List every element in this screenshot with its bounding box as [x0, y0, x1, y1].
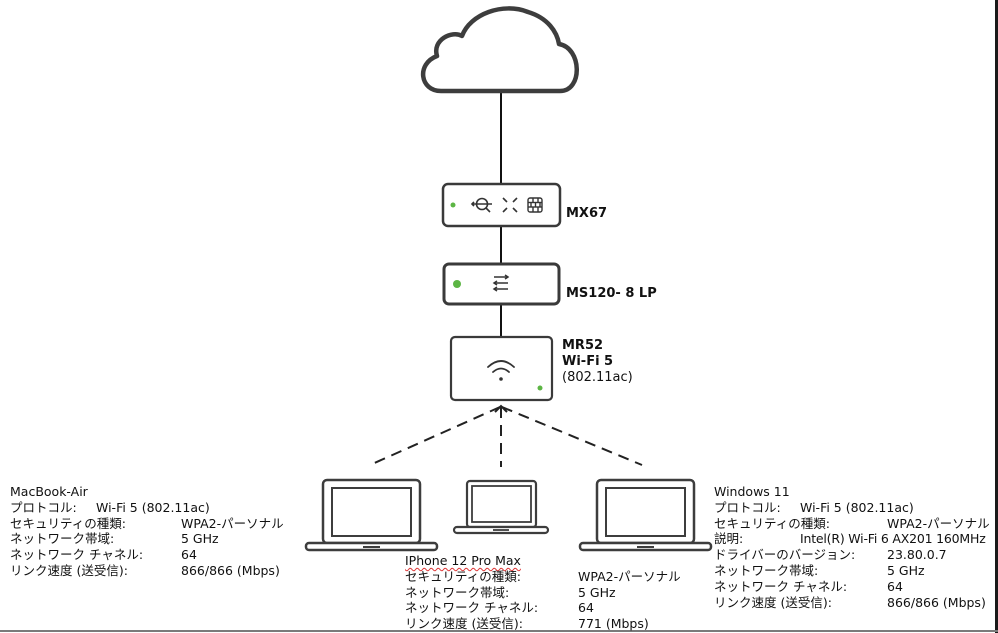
info-value: 866/866 (Mbps): [887, 594, 986, 610]
info-key: リンク速度 (送受信):: [405, 616, 523, 632]
status-led: [537, 385, 543, 391]
ms120-switch[interactable]: [442, 262, 561, 306]
info-key: ネットワーク チャネル:: [10, 547, 144, 563]
info-key: プロトコル:: [714, 499, 781, 515]
mr52-model: MR52: [562, 338, 604, 353]
windows-title: Windows 11: [714, 484, 790, 499]
info-value: 5 GHz: [578, 584, 616, 600]
info-value: 64: [578, 600, 594, 616]
info-value: WPA2-パーソナル: [578, 568, 681, 584]
info-key: セキュリティの種類:: [714, 515, 830, 531]
info-key: リンク速度 (送受信):: [10, 562, 128, 578]
arrowhead: [494, 404, 508, 413]
info-key: ネットワーク チャネル:: [405, 600, 539, 616]
wifi-icon: [487, 360, 515, 373]
mr52-protocol: (802.11ac): [562, 370, 633, 385]
windows-info: Windows 11 プロトコル: Wi-Fi 5 (802.11ac) セキュリ…: [714, 484, 996, 610]
wireless-link-macbook: [369, 406, 501, 466]
iphone-title: IPhone 12 Pro Max: [405, 553, 521, 568]
wireless-links: [369, 406, 643, 467]
info-key: ネットワーク帯域:: [405, 584, 510, 600]
info-key: ネットワーク帯域:: [10, 531, 115, 547]
mx67-appliance[interactable]: [441, 182, 562, 228]
info-value: 23.80.0.7: [887, 547, 947, 563]
wireless-link-windows: [501, 406, 643, 466]
macbook-info: MacBook-Air プロトコル: Wi-Fi 5 (802.11ac) セキュ…: [10, 484, 300, 579]
iphone-info: IPhone 12 Pro Max セキュリティの種類: WPA2-パーソナル ネ…: [405, 553, 695, 632]
wifi-dot: [499, 377, 503, 381]
info-key: ネットワーク チャネル:: [714, 578, 848, 594]
switch-arrows-icon: [492, 274, 510, 292]
frame-bottom-border: [0, 630, 998, 632]
info-key: セキュリティの種類:: [405, 568, 521, 584]
info-key: ドライバーのバージョン:: [714, 547, 856, 563]
frame-right-border: [995, 0, 998, 633]
cloud-icon: [420, 6, 579, 94]
info-value: 64: [887, 578, 903, 594]
info-value: WPA2-パーソナル: [181, 515, 284, 531]
info-key: リンク速度 (送受信):: [714, 594, 832, 610]
status-led: [450, 202, 456, 208]
info-key: プロトコル:: [10, 499, 77, 515]
mr52-label: MR52 Wi-Fi 5 (802.11ac): [562, 338, 633, 386]
info-key: 説明:: [714, 531, 744, 547]
iphone-device-icon[interactable]: [452, 479, 550, 535]
mx67-label: MX67: [566, 206, 608, 221]
info-value: Wi-Fi 5 (802.11ac): [96, 499, 210, 515]
ms120-label: MS120- 8 LP: [566, 286, 657, 301]
macbook-laptop-icon[interactable]: [304, 478, 439, 552]
info-value: 5 GHz: [181, 531, 219, 547]
firewall-icon: [527, 197, 543, 213]
macbook-title: MacBook-Air: [10, 484, 88, 499]
windows-laptop-icon[interactable]: [578, 478, 713, 552]
info-key: ネットワーク帯域:: [714, 562, 819, 578]
info-value: 771 (Mbps): [578, 616, 649, 632]
mr52-access-point[interactable]: [449, 335, 554, 402]
info-value: Intel(R) Wi-Fi 6 AX201 160MHz: [800, 531, 986, 547]
info-key: セキュリティの種類:: [10, 515, 126, 531]
info-value: 866/866 (Mbps): [181, 562, 280, 578]
traffic-inspection-icon: [470, 197, 492, 213]
mr52-standard: Wi-Fi 5: [562, 354, 614, 369]
info-value: 64: [181, 547, 197, 563]
info-value: 5 GHz: [887, 562, 925, 578]
info-value: WPA2-パーソナル: [887, 515, 990, 531]
status-led: [453, 280, 461, 288]
info-value: Wi-Fi 5 (802.11ac): [800, 499, 914, 515]
vpn-icon: [502, 197, 518, 213]
